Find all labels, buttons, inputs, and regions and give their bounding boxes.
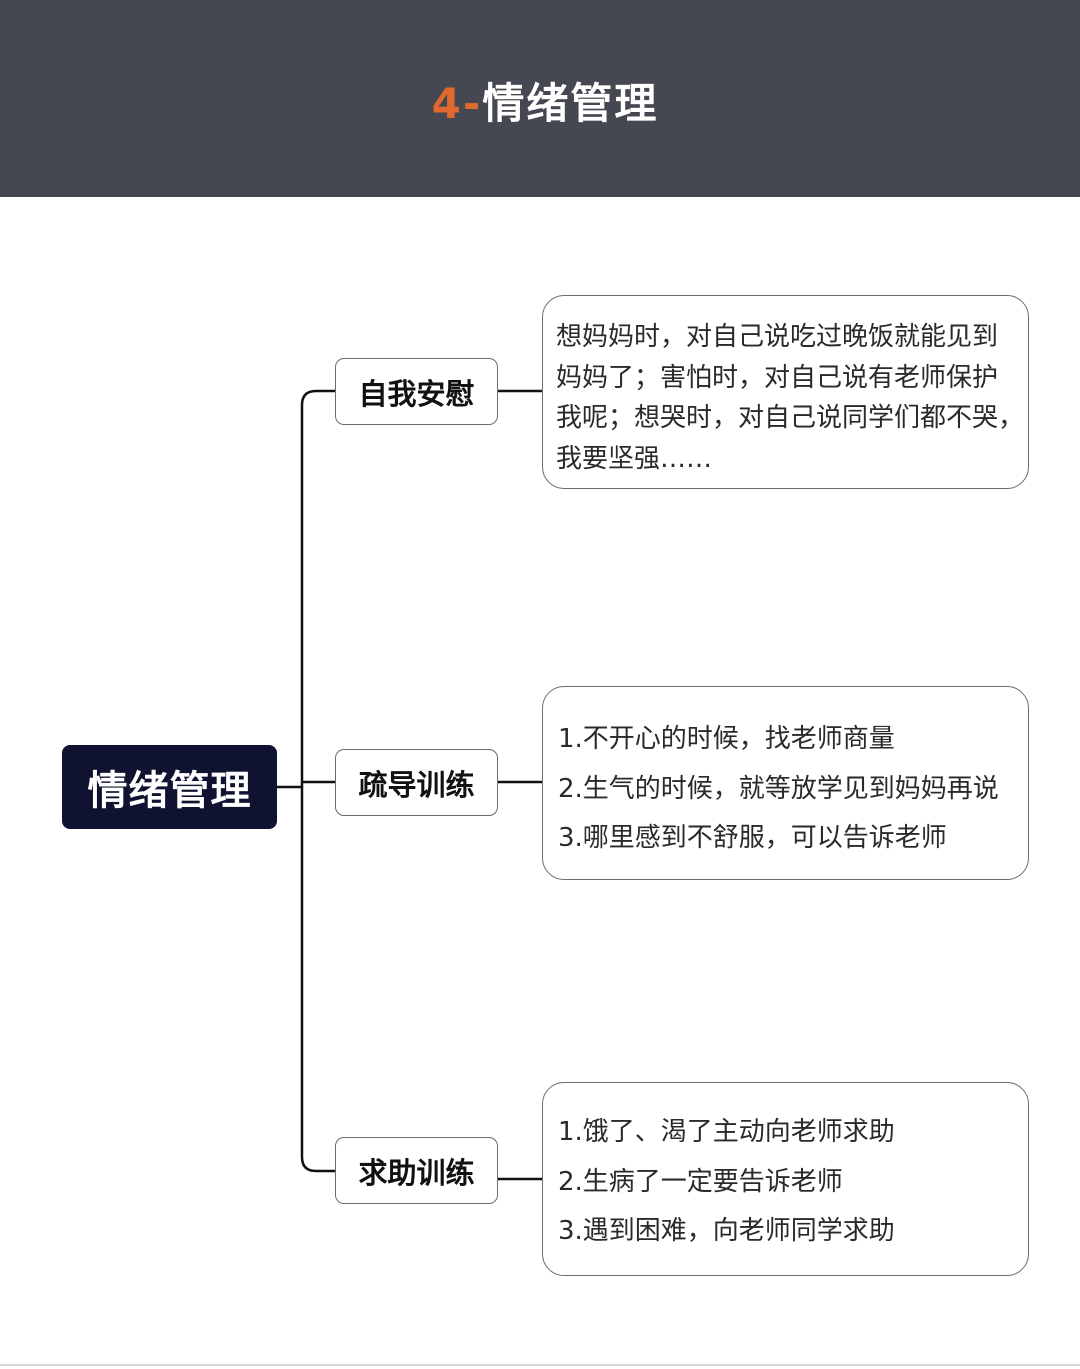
leaf-line: 1.不开心的时候，找老师商量 [558,724,895,754]
leaf-line: 3.遇到困难，向老师同学求助 [558,1216,895,1246]
leaf-line: 妈妈了；害怕时，对自己说有老师保护 [556,362,999,393]
leaf-line: 想妈妈时，对自己说吃过晚饭就能见到 [556,322,999,352]
leaf-line: 2.生病了一定要告诉老师 [558,1166,843,1197]
title-text: 情绪管理 [482,79,659,128]
leaf-box-self-comfort: 想妈妈时，对自己说吃过晚饭就能见到 妈妈了；害怕时，对自己说有老师保护 我呢；想… [542,295,1029,489]
root-node: 情绪管理 [62,745,277,829]
branch-node-self-comfort: 自我安慰 [335,358,498,425]
leaf-line: 我呢；想哭时，对自己说同学们都不哭， [556,403,1025,433]
header-banner: 4-情绪管理 [0,0,1080,197]
page-title: 4-情绪管理 [0,74,1080,134]
leaf-line: 2.生气的时候，就等放学见到妈妈再说 [558,773,999,804]
title-number: 4- [431,79,483,128]
leaf-box-help-training: 1.饿了、渴了主动向老师求助 2.生病了一定要告诉老师 3.遇到困难，向老师同学… [542,1082,1029,1276]
leaf-line: 1.饿了、渴了主动向老师求助 [558,1117,895,1147]
bottom-divider [0,1364,1080,1366]
leaf-box-guidance-training: 1.不开心的时候，找老师商量 2.生气的时候，就等放学见到妈妈再说 3.哪里感到… [542,686,1029,880]
branch-node-help-training: 求助训练 [335,1137,498,1204]
leaf-line: 3.哪里感到不舒服，可以告诉老师 [558,823,947,853]
branch-node-guidance-training: 疏导训练 [335,749,498,816]
leaf-line: 我要坚强…… [556,443,713,474]
